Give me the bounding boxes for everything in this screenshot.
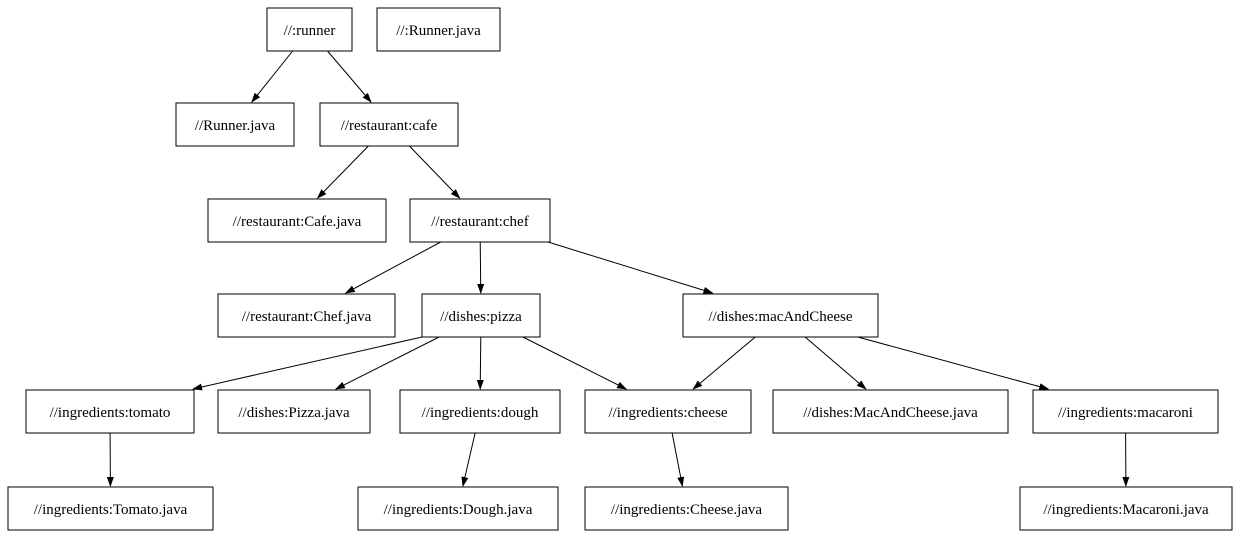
node-label-mac-and-cheese-java: //dishes:MacAndCheese.java: [803, 405, 978, 421]
edge-pizza-to-tomato: [192, 336, 423, 391]
node-label-cheese: //ingredients:cheese: [608, 405, 727, 421]
node-label-chef-java: //restaurant:Chef.java: [242, 309, 372, 325]
node-label-macaroni: //ingredients:macaroni: [1058, 405, 1193, 421]
node-label-runner: //:runner: [284, 23, 336, 39]
node-label-tomato-java: //ingredients:Tomato.java: [34, 502, 188, 518]
node-dough-java: //ingredients:Dough.java: [357, 486, 559, 531]
node-box-runner-java-src: [376, 7, 501, 52]
node-label-tomato: //ingredients:tomato: [50, 405, 171, 421]
edge-pizza-to-cheese: [522, 336, 628, 390]
node-tomato-java: //ingredients:Tomato.java: [7, 486, 214, 531]
node-box-mac-and-cheese: [682, 293, 879, 338]
node-box-runner-java: [175, 102, 295, 147]
node-label-dough-java: //ingredients:Dough.java: [384, 502, 533, 518]
node-box-macaroni-java: [1019, 486, 1233, 531]
node-label-cafe-java: //restaurant:Cafe.java: [233, 214, 362, 230]
nodes-layer: //:runner //:Runner.java //Runner.java //re…: [7, 7, 1233, 531]
node-cheese: //ingredients:cheese: [584, 389, 752, 434]
node-chef: //restaurant:chef: [409, 198, 551, 243]
edge-mac-and-cheese-to-cheese: [692, 336, 756, 390]
node-dough: //ingredients:dough: [399, 389, 561, 434]
node-runner-java-src: //:Runner.java: [376, 7, 501, 52]
node-chef-java: //restaurant:Chef.java: [217, 293, 396, 338]
node-box-cheese-java: [584, 486, 789, 531]
node-macaroni: //ingredients:macaroni: [1032, 389, 1219, 434]
node-macaroni-java: //ingredients:Macaroni.java: [1019, 486, 1233, 531]
node-box-dough: [399, 389, 561, 434]
node-label-mac-and-cheese: //dishes:macAndCheese: [708, 309, 852, 325]
node-box-pizza-java: [217, 389, 371, 434]
node-runner-java: //Runner.java: [175, 102, 295, 147]
node-label-cafe: //restaurant:cafe: [341, 118, 438, 134]
edge-cheese-to-cheese-java: [671, 432, 685, 487]
node-label-cheese-java: //ingredients:Cheese.java: [611, 502, 763, 518]
node-box-macaroni: [1032, 389, 1219, 434]
edge-mac-and-cheese-to-mac-and-cheese-java: [804, 336, 867, 390]
node-pizza: //dishes:pizza: [421, 293, 541, 338]
edge-runner-to-runner-java: [251, 50, 294, 103]
node-cheese-java: //ingredients:Cheese.java: [584, 486, 789, 531]
node-label-pizza-java: //dishes:Pizza.java: [238, 405, 350, 421]
node-box-chef: [409, 198, 551, 243]
node-label-dough: //ingredients:dough: [422, 405, 539, 421]
node-label-runner-java: //Runner.java: [195, 118, 276, 134]
node-box-cafe-java: [207, 198, 387, 243]
edges-layer: [106, 50, 1130, 487]
edge-runner-to-cafe: [327, 50, 372, 103]
edge-chef-to-mac-and-cheese: [547, 241, 714, 294]
edge-pizza-to-dough: [476, 336, 484, 390]
edge-mac-and-cheese-to-macaroni: [857, 336, 1050, 391]
node-label-pizza: //dishes:pizza: [440, 309, 522, 325]
node-mac-and-cheese: //dishes:macAndCheese: [682, 293, 879, 338]
node-box-tomato-java: [7, 486, 214, 531]
node-box-mac-and-cheese-java: [772, 389, 1009, 434]
node-label-chef: //restaurant:chef: [431, 214, 528, 230]
node-box-pizza: [421, 293, 541, 338]
edge-chef-to-chef-java: [344, 241, 441, 294]
node-cafe: //restaurant:cafe: [319, 102, 459, 147]
edge-cafe-to-cafe-java: [316, 145, 369, 199]
edge-chef-to-pizza: [477, 241, 485, 294]
node-box-tomato: [25, 389, 195, 434]
node-label-macaroni-java: //ingredients:Macaroni.java: [1043, 502, 1209, 518]
node-runner: //:runner: [266, 7, 353, 52]
node-cafe-java: //restaurant:Cafe.java: [207, 198, 387, 243]
node-mac-and-cheese-java: //dishes:MacAndCheese.java: [772, 389, 1009, 434]
node-tomato: //ingredients:tomato: [25, 389, 195, 434]
node-box-runner: [266, 7, 353, 52]
node-box-cafe: [319, 102, 459, 147]
edge-dough-to-dough-java: [461, 432, 476, 487]
node-pizza-java: //dishes:Pizza.java: [217, 389, 371, 434]
edge-cafe-to-chef: [409, 145, 461, 199]
node-box-dough-java: [357, 486, 559, 531]
edge-pizza-to-pizza-java: [334, 336, 440, 390]
node-label-runner-java-src: //:Runner.java: [396, 23, 481, 39]
node-box-chef-java: [217, 293, 396, 338]
node-box-cheese: [584, 389, 752, 434]
